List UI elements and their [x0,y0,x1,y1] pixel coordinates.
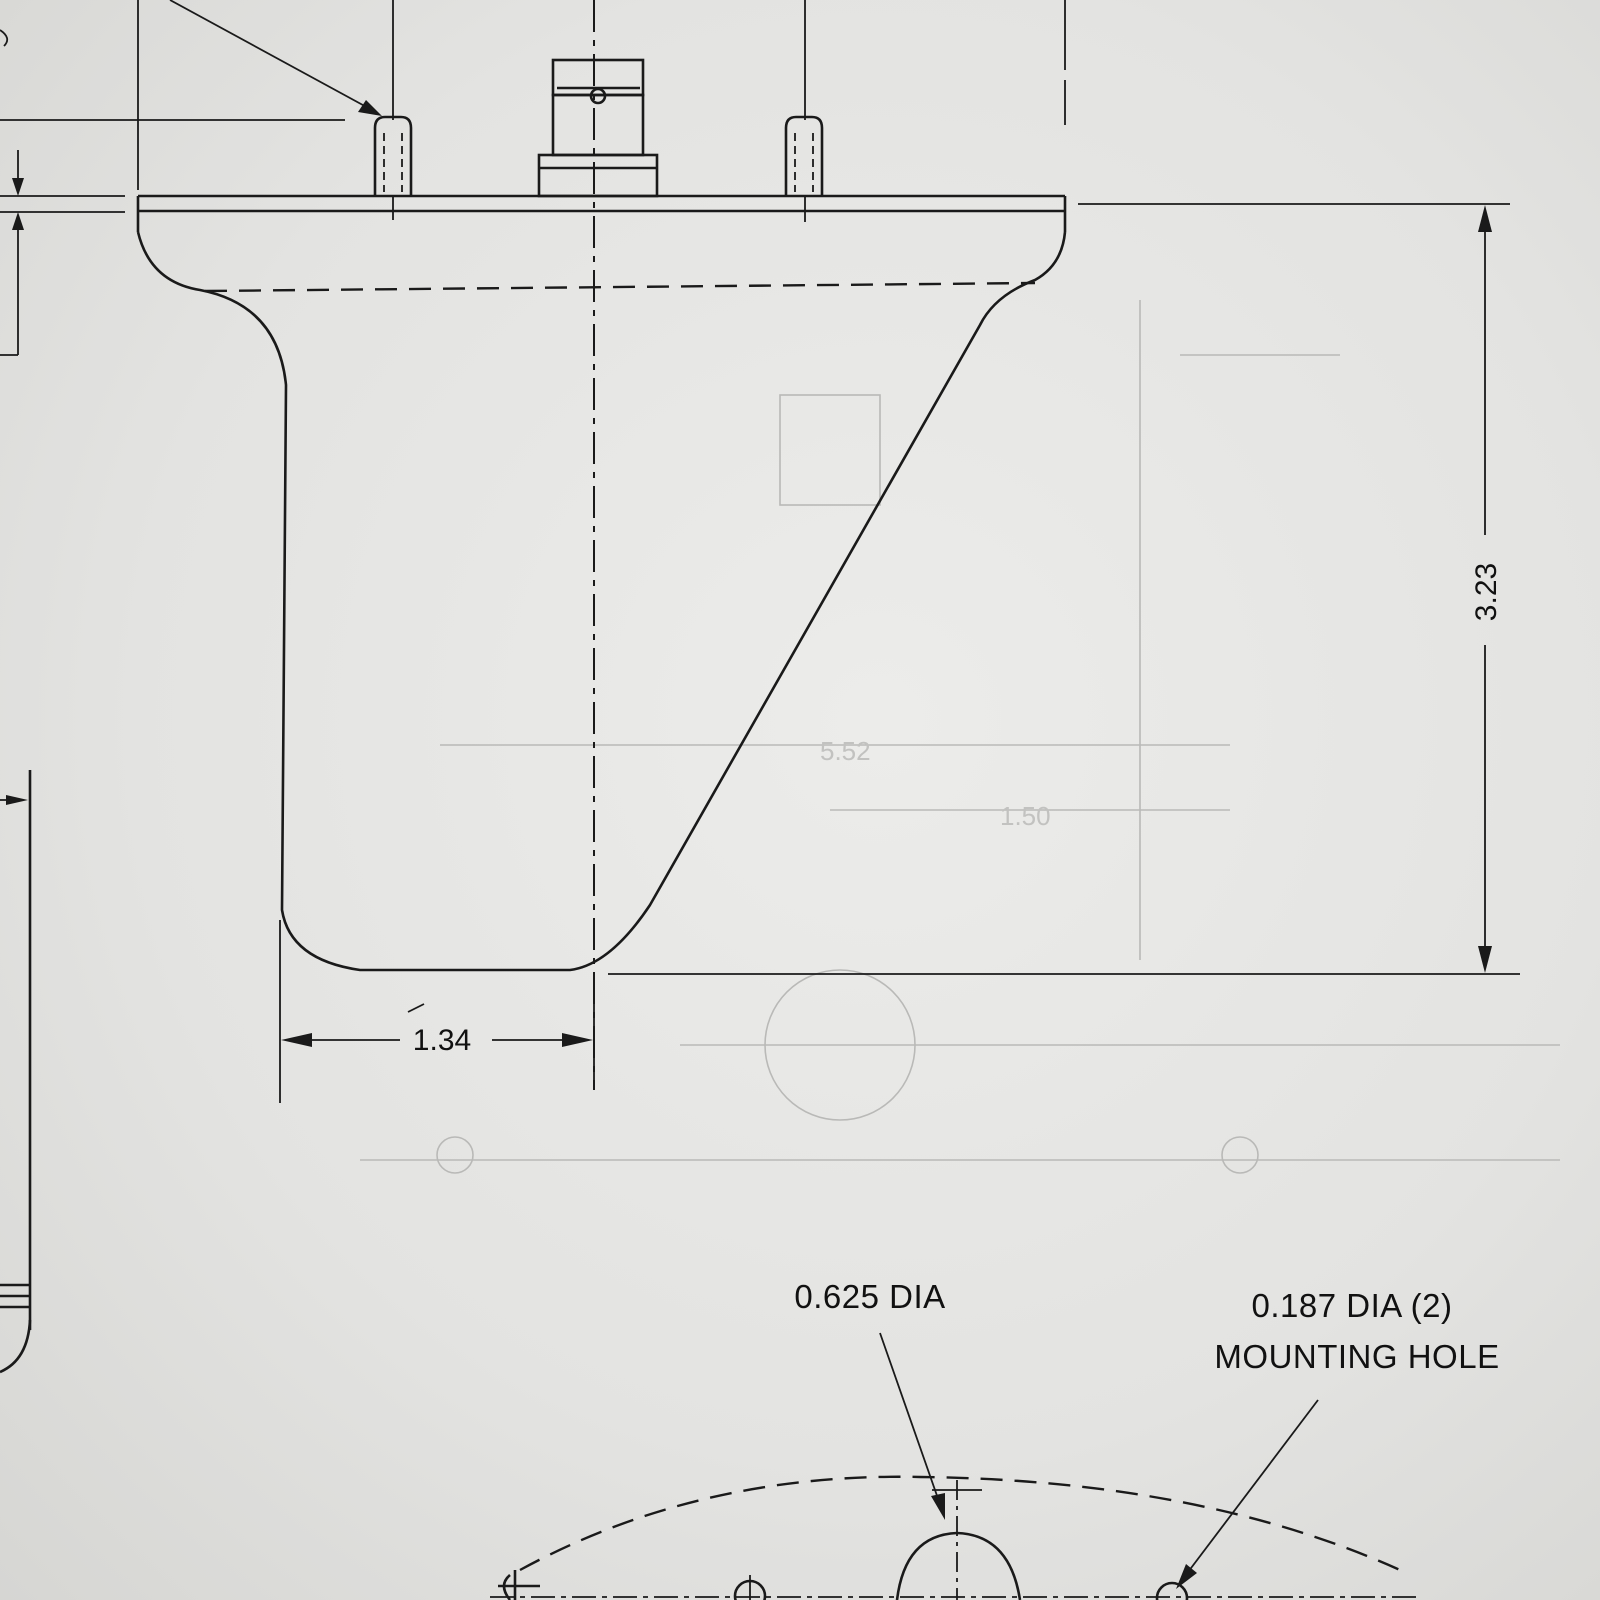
stud-leader-arrow [169,0,382,116]
svg-text:5.52: 5.52 [820,736,871,766]
bleed-through-marks: 5.52 1.50 [360,300,1560,1174]
coax-connector [537,58,659,198]
bottom-plan-view [490,1475,1420,1600]
svg-text:1.50: 1.50 [1000,801,1051,831]
left-partial-view [0,770,32,1374]
center-hole-leader [879,1332,945,1520]
height-dimension [608,203,1520,975]
mounting-hole-callout-line1: 0.187 DIA (2) [1252,1287,1453,1324]
fin-profile [136,231,1067,972]
mounting-flange [136,194,1067,232]
left-stud [373,115,413,220]
right-stud [784,115,824,222]
width-dimension-label: 1.34 [413,1024,471,1057]
mounting-hole-callout-line2: MOUNTING HOLE [1214,1338,1499,1375]
height-dimension-label: 3.23 [1470,563,1503,621]
center-hole-callout: 0.625 DIA [794,1278,945,1315]
mounting-hole-leader [1176,1399,1319,1589]
width-dimension [279,920,595,1103]
flange-thickness-dimension [0,29,345,356]
hidden-line [204,281,1036,293]
